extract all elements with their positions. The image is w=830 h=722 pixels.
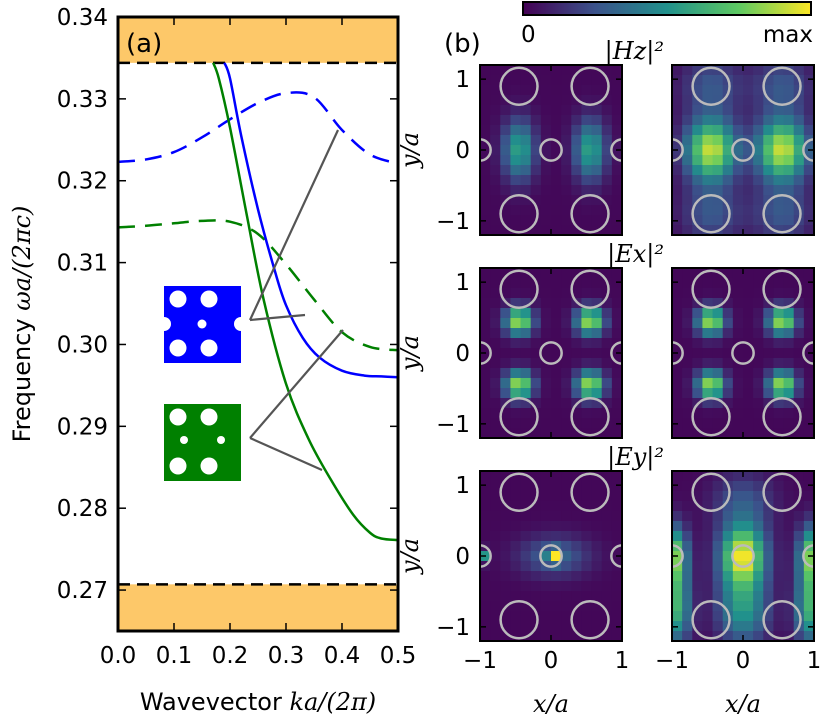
hole-outlines [672, 472, 814, 640]
y-tick-label: 0.27 [57, 578, 108, 604]
blue-dashed-band [118, 91, 398, 165]
colorbar-max-label: max [763, 22, 813, 48]
y-tick-label: 0.30 [57, 332, 108, 358]
map-x-tick-label: 1 [615, 648, 630, 674]
y-tick-label: 0.33 [57, 87, 108, 113]
map-y-tick-label: −1 [436, 615, 470, 641]
field-map-1-1 [479, 64, 623, 236]
x-tick-label: 0.2 [212, 643, 249, 669]
field-map-2-1 [479, 267, 623, 439]
map-y-tick-label: 1 [455, 67, 470, 93]
x-tick-label: 0.3 [268, 643, 305, 669]
map-y-tick-label: 0 [455, 341, 470, 367]
map-x-tick-label: 1 [807, 648, 822, 674]
y-tick-label: 0.29 [57, 414, 108, 440]
map-y-tick-label: 0 [455, 138, 470, 164]
hole-outlines [672, 269, 814, 437]
inset-pointer-line [249, 129, 339, 321]
colorbar [522, 1, 812, 16]
map-y-tick-label: 0 [455, 544, 470, 570]
field-map-2-2 [671, 267, 815, 439]
field-title: |Ey|² [607, 443, 664, 472]
map-x-tick-label: 0 [544, 648, 559, 674]
hole-insets [157, 129, 344, 481]
map-x-axis-label: x/a [533, 690, 569, 718]
colorbar-min-label: 0 [521, 22, 536, 48]
green-unit-cell-inset [164, 404, 241, 481]
band-gap-shade [118, 17, 398, 63]
map-y-tick-label: −1 [436, 209, 470, 235]
panel-a-label: (a) [126, 29, 162, 59]
y-tick-label: 0.31 [57, 251, 108, 277]
y-tick-label: 0.32 [57, 169, 108, 195]
y-tick-label: 0.34 [57, 5, 108, 31]
field-maps: (b) 0 max −1 0 1 y/a |Hz|² −1 0 1 y/a |Ex|² −1 0 1 y/… [396, 1, 822, 718]
x-axis-label: Wavevector ka/(2π) [140, 688, 376, 716]
map-y-axis-label: y/a [396, 335, 424, 372]
field-map-3-1 [479, 470, 623, 642]
x-tick-label: 0.1 [156, 643, 193, 669]
panel-b-label: (b) [444, 29, 481, 59]
inset-pointer-line [249, 329, 344, 439]
x-tick-label: 0.0 [100, 643, 137, 669]
blue-unit-cell-inset [157, 286, 248, 363]
map-y-axis-label: y/a [396, 132, 424, 169]
band-gap-shade [118, 584, 398, 631]
field-map-1-2 [671, 64, 815, 236]
map-y-axis-label: y/a [396, 538, 424, 575]
map-y-tick-label: 1 [455, 473, 470, 499]
blue-solid-band [223, 62, 398, 379]
map-x-tick-label: −1 [655, 648, 689, 674]
x-tick-label: 0.4 [324, 643, 361, 669]
y-axis-label: Frequency ωa/(2πc) [8, 206, 36, 443]
x-tick-label: 0.5 [380, 643, 417, 669]
map-y-tick-label: −1 [436, 412, 470, 438]
inset-pointer-line [249, 313, 306, 322]
axes-frame [116, 15, 400, 633]
map-x-axis-label: x/a [725, 690, 761, 718]
map-y-tick-label: 1 [455, 270, 470, 296]
field-map-3-2 [671, 470, 815, 642]
field-title: |Ex|² [607, 240, 664, 269]
map-x-tick-label: 0 [736, 648, 751, 674]
y-tick-label: 0.28 [57, 496, 108, 522]
field-title: |Hz|² [605, 37, 664, 66]
band-diagram: 0.0 0.1 0.2 0.3 0.4 0.5 0.27 0.28 0.29 0.30 0.31 0.… [8, 5, 416, 716]
map-x-tick-label: −1 [463, 648, 497, 674]
inset-pointer-line [249, 436, 323, 472]
green-dashed-band [118, 219, 398, 352]
